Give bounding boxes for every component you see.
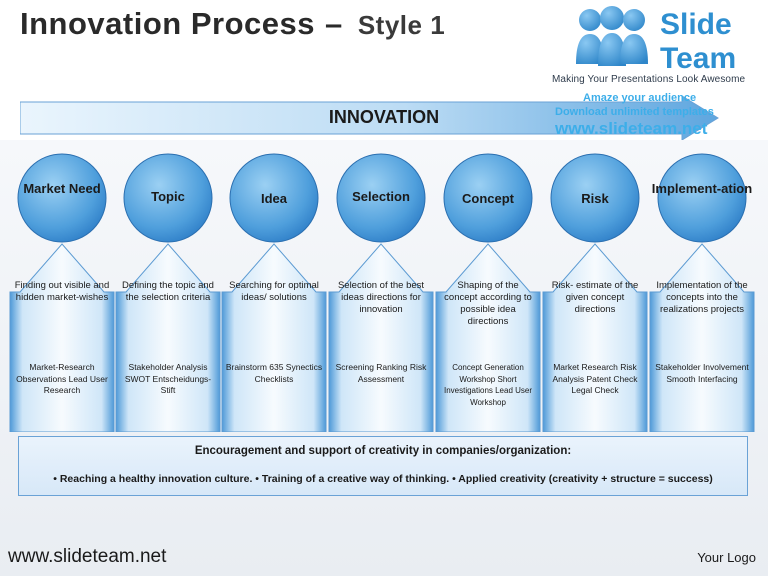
step-arrow-shape — [9, 243, 115, 432]
footer-website[interactable]: www.slideteam.net — [8, 546, 167, 567]
creativity-support-text: • Reaching a healthy innovation culture.… — [53, 473, 713, 485]
brand-line-1: Slide — [660, 8, 732, 41]
innovation-label: INNOVATION — [328, 107, 440, 127]
step-market-need: Market Need Finding out visible and hidd… — [8, 152, 116, 432]
step-circle — [550, 153, 640, 243]
step-title: Risk — [581, 191, 609, 206]
step-title: Topic — [151, 189, 185, 204]
step-title: Implement-ation — [651, 181, 753, 196]
creativity-support-box: Encouragement and support of creativity … — [18, 436, 748, 496]
step-selection: Selection Selection of the best ideas di… — [327, 152, 435, 432]
title-dash: – — [324, 6, 343, 41]
step-arrow-shape — [649, 243, 755, 432]
title-text: Innovation Process — [20, 6, 315, 41]
step-title: Market Need — [23, 181, 101, 196]
step-circle — [123, 153, 213, 243]
step-arrow-shape — [328, 243, 434, 432]
innovation-arrow — [20, 96, 719, 140]
slide-title: Innovation Process– Style 1 — [20, 6, 445, 42]
step-circle — [17, 153, 107, 243]
step-description: Risk- estimate of the given concept dire… — [551, 280, 639, 315]
step-tools: Market-Research Observations Lead User R… — [16, 362, 108, 395]
step-description: Finding out visible and hidden market-wi… — [14, 280, 110, 303]
title-subtitle: Style 1 — [357, 10, 446, 40]
step-arrow-shape — [435, 243, 541, 432]
watermark-line-2: Download unlimited templates — [555, 106, 714, 118]
step-title: Concept — [462, 191, 514, 206]
step-description: Searching for optimal ideas/ solutions — [229, 280, 319, 303]
step-description: Selection of the best ideas directions f… — [337, 280, 425, 315]
watermark-line-3: www.slideteam.net — [555, 119, 708, 138]
footer-your-logo: Your Logo — [697, 550, 756, 565]
step-circle — [657, 153, 747, 243]
step-circle — [229, 153, 319, 243]
step-tools: Stakeholder Analysis SWOT Entscheidungs-… — [124, 362, 212, 395]
step-risk: Risk Risk- estimate of the given concept… — [541, 152, 649, 432]
step-arrow-shape — [221, 243, 327, 432]
step-tools: Concept Generation Workshop Short Invest… — [443, 363, 533, 407]
step-idea: Idea Searching for optimal ideas/ soluti… — [220, 152, 328, 432]
step-description: Implementation of the concepts into the … — [656, 280, 748, 315]
step-topic: Topic Defining the topic and the selecti… — [114, 152, 222, 432]
slideteam-logo: Slide Team Making Your Presentations Loo… — [552, 4, 764, 86]
step-implementation: Implement-ation Implementation of the co… — [648, 152, 756, 432]
step-arrow-shape — [115, 243, 221, 432]
watermark-line-1: Amaze your audience — [583, 92, 697, 104]
step-tools: Screening Ranking Risk Assessment — [335, 362, 427, 384]
step-description: Shaping of the concept according to poss… — [444, 280, 532, 327]
step-circle — [443, 153, 533, 243]
step-concept: Concept Shaping of the concept according… — [434, 152, 542, 432]
step-description: Defining the topic and the selection cri… — [122, 280, 214, 303]
step-tools: Stakeholder Involvement Smooth Interfaci… — [655, 362, 749, 384]
brand-tagline: Making Your Presentations Look Awesome — [552, 74, 746, 85]
creativity-support-title: Encouragement and support of creativity … — [194, 445, 572, 457]
step-title: Idea — [260, 191, 287, 206]
people-logo-icon — [576, 6, 648, 66]
step-circle — [336, 153, 426, 243]
step-arrow-shape — [542, 243, 648, 432]
step-tools: Brainstorm 635 Synectics Checklists — [225, 362, 323, 384]
step-tools: Market Research Risk Analysis Patent Che… — [552, 362, 638, 395]
step-title: Selection — [352, 189, 410, 204]
brand-line-2: Team — [660, 42, 737, 75]
